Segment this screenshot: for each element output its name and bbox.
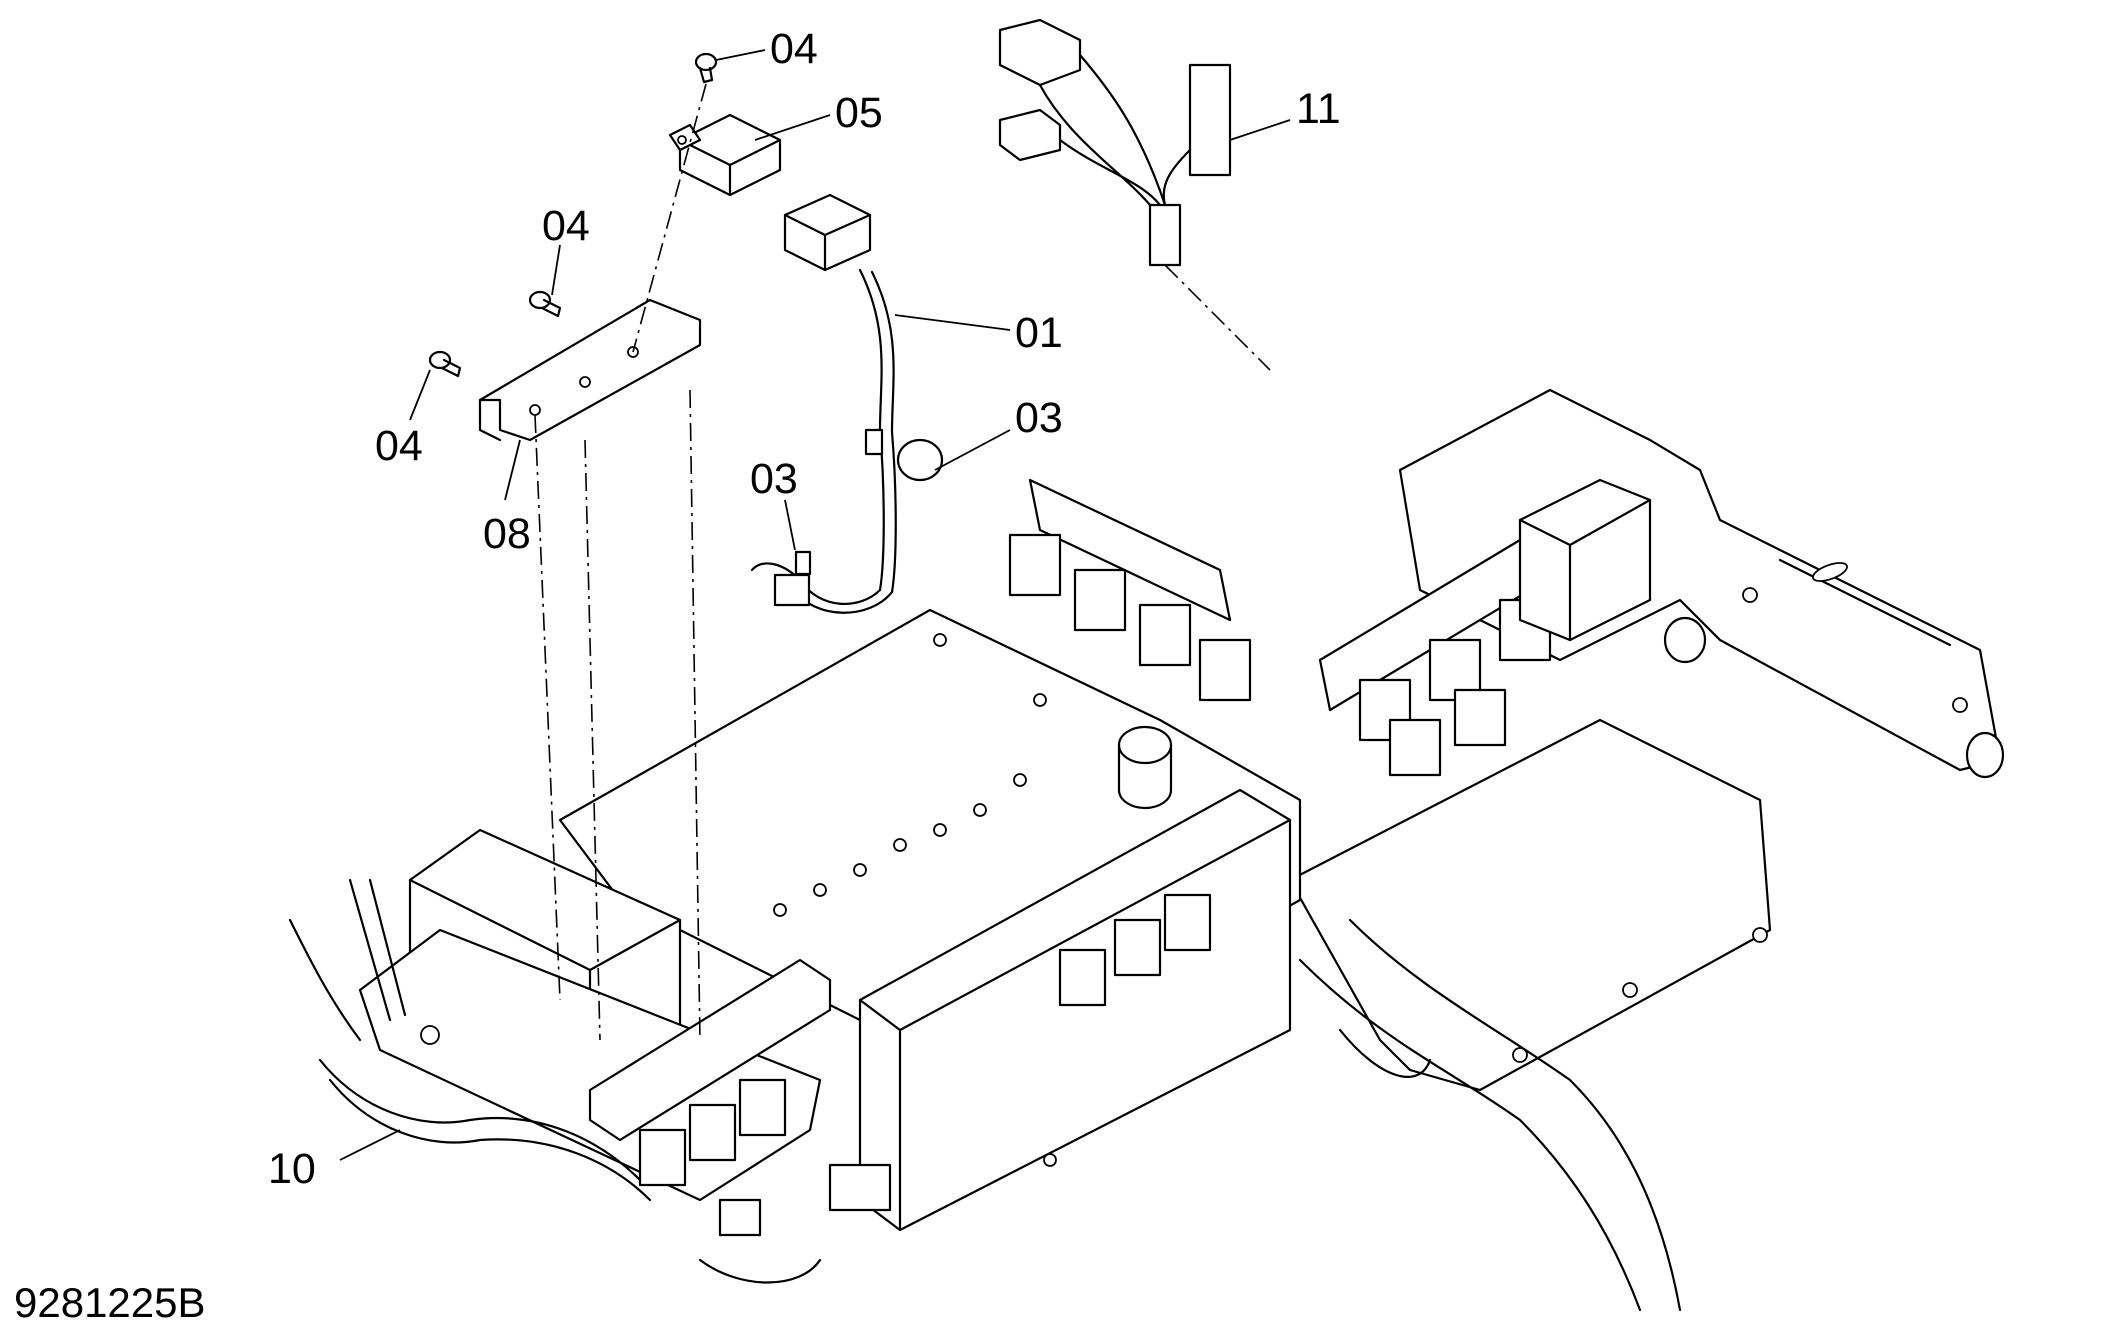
- callout-10: 10: [268, 1145, 316, 1193]
- callout-04-left: 04: [375, 422, 423, 470]
- callout-03-right: 03: [1015, 394, 1063, 442]
- mounting-holes: [420, 587, 1968, 1167]
- callout-08: 08: [483, 510, 531, 558]
- callout-01: 01: [1015, 309, 1063, 357]
- callout-04-top: 04: [770, 25, 818, 73]
- relay-group-lower: [638, 893, 1212, 1187]
- exploded-harness-11: [998, 18, 1232, 267]
- callout-03-left: 03: [750, 455, 798, 503]
- main-panel-assembly: [288, 388, 2005, 1312]
- exploded-bracket-08: [428, 290, 702, 442]
- callout-04-mid: 04: [542, 202, 590, 250]
- exploded-harness-01: [668, 52, 944, 614]
- relay-group-upper: [1008, 533, 1552, 777]
- leader-lines: [339, 49, 1291, 1161]
- callout-11: 11: [1296, 85, 1341, 133]
- callout-05: 05: [835, 89, 883, 137]
- assembly-dash-lines: [534, 83, 1271, 1041]
- drawing-number: 9281225B: [14, 1279, 206, 1326]
